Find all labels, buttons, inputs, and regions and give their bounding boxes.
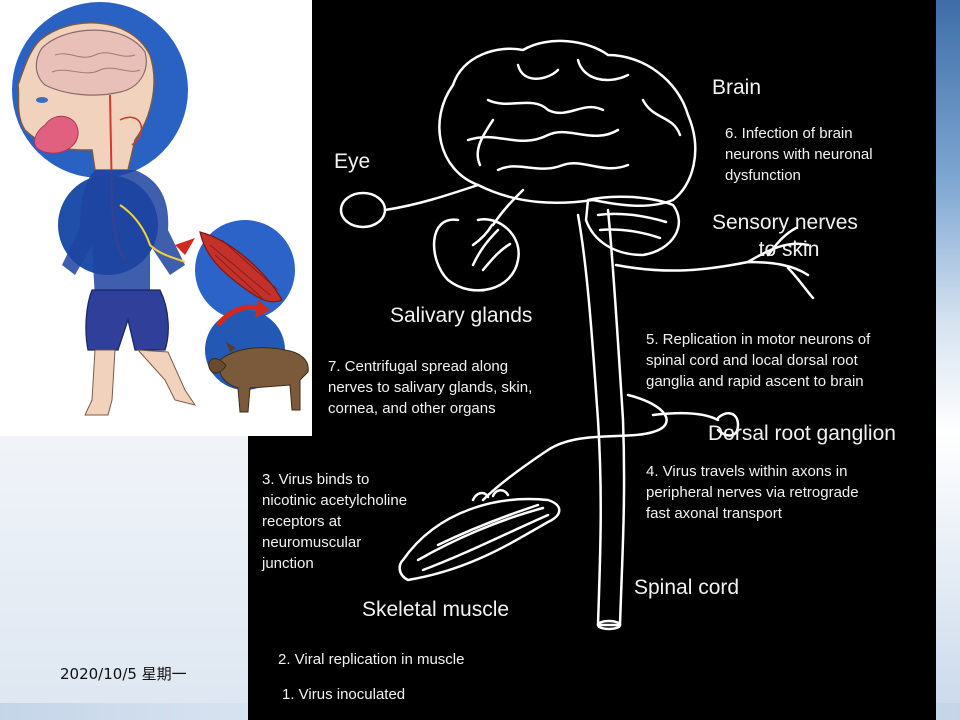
label-step4: 4. Virus travels within axons in periphe… [646, 463, 859, 522]
salivary-gland-drawing [432, 217, 520, 292]
cerebellum [584, 195, 681, 257]
label-step5: 5. Replication in motor neurons of spina… [646, 331, 871, 390]
label-step2: 2. Viral replication in muscle [278, 651, 465, 668]
label-salivary-glands: Salivary glands [390, 304, 533, 327]
diagram-panel [248, 0, 936, 720]
label-eye: Eye [334, 150, 371, 173]
label-sensory-nerves: Sensory nerves to skin [712, 211, 858, 261]
eye-drawing [339, 191, 387, 229]
label-step6: 6. Infection of brain neurons with neuro… [725, 125, 873, 184]
label-dorsal-root-ganglion: Dorsal root ganglion [708, 422, 896, 445]
label-step7: 7. Centrifugal spread along nerves to sa… [328, 358, 533, 417]
illustration-inset [0, 0, 312, 436]
label-spinal-cord: Spinal cord [634, 576, 740, 599]
label-brain: Brain [712, 76, 762, 99]
label-skeletal-muscle: Skeletal muscle [362, 598, 510, 621]
slide-date: 2020/10/5 星期一 [60, 665, 187, 683]
label-step1: 1. Virus inoculated [282, 686, 406, 703]
dorsal-root-ganglion-drawing [716, 412, 740, 437]
label-step3: 3. Virus binds to nicotinic acetylcholin… [262, 471, 408, 572]
decorative-side-strip [936, 0, 960, 720]
nervous-system-drawing [339, 39, 815, 631]
rabies-bite-illustration [12, 2, 309, 416]
brain-outline [438, 39, 697, 208]
skeletal-muscle-drawing [398, 497, 561, 582]
spinal-cord [576, 208, 626, 627]
